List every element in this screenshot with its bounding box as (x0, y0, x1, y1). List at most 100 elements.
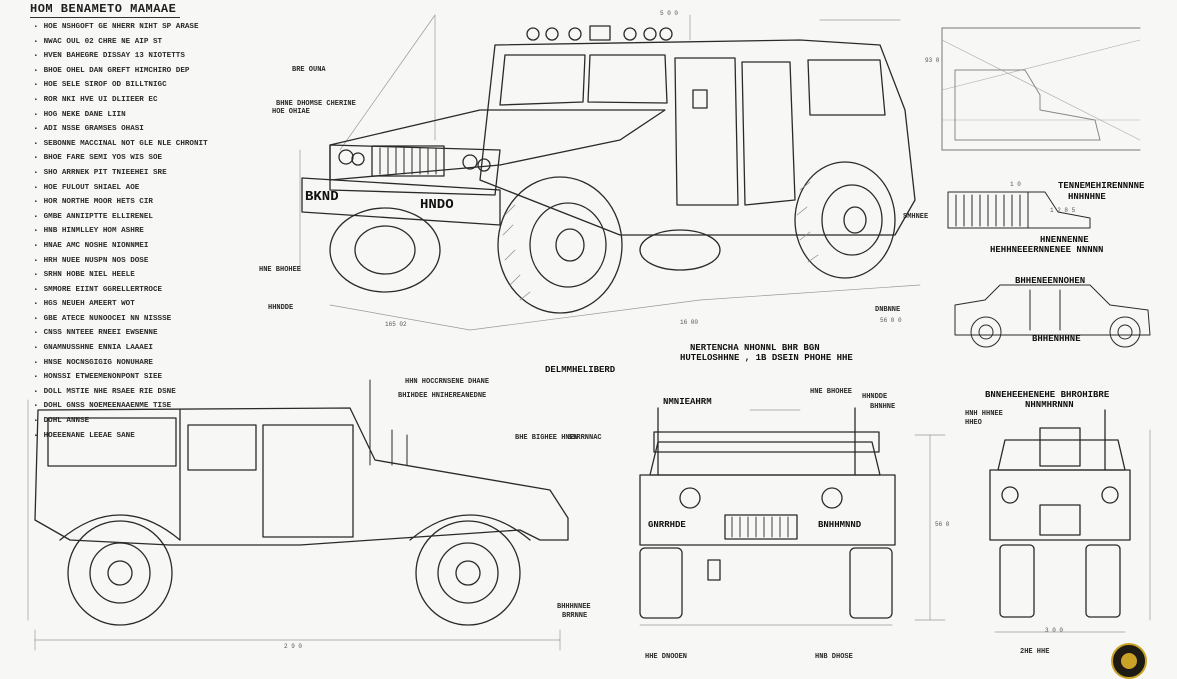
inset-title: HNHNHNE (1068, 192, 1106, 202)
spec-line: SHO ARRNEK PIT TNIEEHEI SRE (34, 166, 208, 181)
callout-label: HHE DNOOEN (645, 653, 688, 661)
inset-panels (941, 27, 1151, 348)
front-headlight-right (821, 487, 843, 509)
spec-line: HGS NEUEH AMEERT WOT (34, 297, 208, 312)
spec-line: GBE ATECE NUNOOCEI NN NISSSE (34, 312, 208, 327)
spec-line: DOHL ANNSE (34, 414, 208, 429)
rear-dimension-lines (994, 429, 1151, 633)
dim-label: 2 9 0 (284, 643, 303, 650)
callout-label: HNE BHOHEE (810, 388, 853, 396)
rear-door (741, 61, 796, 206)
callout-label: SMHNEE (903, 213, 929, 221)
rear-spare-mount (1039, 427, 1081, 467)
bumper-marking-right: HNDO (420, 197, 454, 213)
spec-list: HOE NSHGOFT GE NHERR NIHT SP ARASE NWAC … (34, 20, 208, 443)
cabin-body (479, 39, 916, 236)
wheel-arch-front (409, 514, 531, 541)
spec-line: DOLL MSTIE NHE RSAEE RIE DSNE (34, 385, 208, 400)
dim-label: 93 0 (925, 57, 940, 64)
dim-label: 56 0 (935, 521, 950, 528)
grille-slats (379, 147, 437, 175)
side-wheel-front (415, 520, 521, 626)
front-grille (724, 514, 798, 540)
front-dimension-lines (639, 409, 946, 626)
callout-label: SSRRNNAC (568, 434, 602, 442)
emblem-badge (1111, 643, 1147, 679)
wheel-rear-left (639, 229, 721, 271)
front-roofline (653, 431, 880, 453)
spec-line: CNSS NNTEEE RNEEI EWSENNE (34, 326, 208, 341)
spec-line: HOG NEKE DANE LIIN (34, 108, 208, 123)
dim-label: 3 0 0 (1045, 627, 1064, 634)
inset-caption: BHHENHHNE (1032, 334, 1081, 344)
rear-body (989, 469, 1131, 541)
front-view-title: NMNIEAHRM (663, 397, 712, 407)
dim-label: 56 0 0 (880, 317, 902, 324)
callout-label: HNE BHOHEE (259, 266, 302, 274)
title-underline (30, 17, 180, 18)
spec-line: SMMORE EIINT GGRELLERTROCE (34, 283, 208, 298)
side-mirror (692, 89, 708, 109)
spec-line: HVEN BAHEGRE DISSAY 13 NIOTETTS (34, 49, 208, 64)
front-marking-left: GNRRHDE (648, 520, 686, 530)
spec-line: HOE FULOUT SHIAEL AOE (34, 181, 208, 196)
spec-line: NWAC OUL 02 CHRE NE AIP ST (34, 35, 208, 50)
side-view (27, 379, 569, 651)
callout-label: HHNDDE (268, 304, 294, 312)
roof-lights (526, 25, 673, 41)
headlight-left (338, 149, 354, 165)
front-view (639, 407, 946, 626)
inset-truck-small (947, 191, 1091, 229)
spec-line: HOR NORTHE MOOR HETS CIR (34, 195, 208, 210)
rear-window (807, 59, 886, 116)
callout-label: BRRNNE (562, 612, 588, 620)
spec-line: GMBE ANNIIPTTE ELLIRENEL (34, 210, 208, 225)
spec-line: HNSE NOCNSGIGIG NONUHARE (34, 356, 208, 371)
front-marking-right: BNHHMNND (818, 520, 862, 530)
front-tire-left (639, 547, 683, 619)
front-face (329, 144, 501, 196)
rear-view-title: BNNEHEEHENEHE BHROHIBRE (985, 390, 1110, 400)
side-dimension-lines (27, 399, 561, 651)
front-tire-right (849, 547, 893, 619)
inset-title: TENNEMEHIRENNNNE (1058, 181, 1145, 191)
spec-line: DOHL GNSS NOEMEENAAENME TISE (34, 399, 208, 414)
construction-lines (299, 14, 921, 331)
side-body (34, 407, 569, 546)
spec-line: SRHN HOBE NIEL HEELE (34, 268, 208, 283)
inset-heading: HEHHNEEERNNENEE NNNNN (990, 245, 1104, 255)
side-window-rear (47, 417, 177, 467)
spec-line: HOE SELE SIROF OD BILLTNIGC (34, 78, 208, 93)
dim-label: 16 00 (680, 319, 699, 326)
front-body (639, 474, 896, 546)
headlight-left-inner (351, 152, 365, 166)
spec-line: SEBONNE MACCINAL NOT GLE NLE CHRONIT (34, 137, 208, 152)
dim-label: 5 0 0 (660, 10, 679, 17)
spec-line: HOE NSHGOFT GE NHERR NIHT SP ARASE (34, 20, 208, 35)
inset-heading: HNENNENNE (1040, 235, 1089, 245)
spec-line: HNAE AMC NOSHE NIONNMEI (34, 239, 208, 254)
callout-label: BHIHDEE HNIHEREANEDNE (398, 392, 487, 400)
side-door (262, 424, 354, 538)
callout-label: HNH HHNEE (965, 410, 1003, 418)
rear-light-left (1001, 486, 1019, 504)
spec-line: ROR NKI HVE UI DLIIEER EC (34, 93, 208, 108)
callout-label: HOE OHIAE (272, 108, 310, 116)
headlight-right (462, 154, 478, 170)
front-grille-slats (731, 516, 789, 538)
rear-tire-left (999, 544, 1035, 618)
wheel-front-right (497, 176, 623, 314)
spec-line: GNAMNUSSHNE ENNIA LAAAEI (34, 341, 208, 356)
wheel-arch-rear (59, 514, 181, 541)
center-heading: HUTELOSHHNE , 1B DSEIN PHOHE HHE (680, 353, 853, 363)
inset-construction (941, 39, 1141, 141)
inset-side-sketch (954, 284, 1151, 348)
dim-label: 1 2 8 5 (1050, 207, 1076, 214)
front-tow-hook (707, 559, 721, 581)
windshield-right (587, 54, 668, 104)
center-heading: NERTENCHA NHONNL BHR BGN (690, 343, 820, 353)
callout-label: 2HE HHE (1020, 648, 1050, 656)
wheel-rear-right (794, 161, 896, 279)
